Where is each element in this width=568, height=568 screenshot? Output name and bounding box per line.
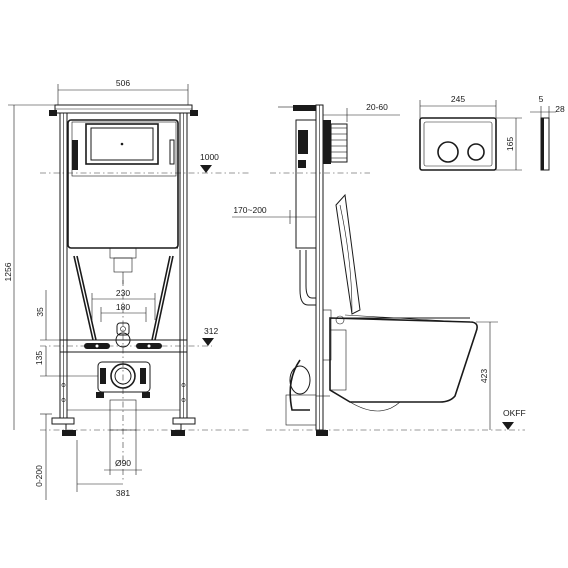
flush-plate-front bbox=[419, 117, 497, 171]
front-frame bbox=[49, 104, 198, 436]
dim-dia-90-text: Ø90 bbox=[115, 458, 131, 468]
dim-381: 381 bbox=[76, 440, 130, 498]
dim-423-text: 423 bbox=[479, 369, 489, 383]
drain-connection bbox=[96, 361, 151, 431]
dim-170-200-text: 170~200 bbox=[233, 205, 267, 215]
dim-506: 506 bbox=[57, 78, 189, 105]
dim-5-text: 5 bbox=[539, 94, 544, 104]
marker-312: 312 bbox=[202, 326, 218, 346]
plate-section: 20-60 bbox=[323, 102, 400, 164]
dim-dia-90: Ø90 bbox=[104, 430, 142, 475]
dim-1000-text: 1000 bbox=[200, 152, 219, 162]
dim-0-200: 0-200 bbox=[34, 413, 52, 500]
flush-plate-side: 5 28 bbox=[530, 94, 565, 171]
dim-135-text: 135 bbox=[34, 351, 44, 365]
cistern bbox=[67, 119, 179, 284]
dim-423: 423 bbox=[476, 321, 498, 430]
dim-245-text: 245 bbox=[451, 94, 465, 104]
dim-312-text: 312 bbox=[204, 326, 218, 336]
dim-180-text: 180 bbox=[116, 302, 130, 312]
dim-35-text: 35 bbox=[35, 307, 45, 317]
dim-1256: 1256 bbox=[3, 104, 58, 430]
dim-35: 35 bbox=[35, 290, 60, 341]
dim-245: 245 bbox=[419, 94, 497, 118]
dim-170-200: 170~200 bbox=[232, 205, 316, 224]
side-frame bbox=[278, 104, 332, 436]
cross-bar bbox=[59, 332, 188, 353]
diagonal-braces bbox=[73, 255, 174, 341]
toilet-lid bbox=[335, 193, 361, 315]
toilet-bowl bbox=[329, 314, 478, 412]
dim-1256-text: 1256 bbox=[3, 262, 13, 281]
dim-381-text: 381 bbox=[116, 488, 130, 498]
dim-28-text: 28 bbox=[555, 104, 565, 114]
dim-0-200-text: 0-200 bbox=[34, 465, 44, 487]
marker-okff: OKFF bbox=[502, 408, 526, 430]
inner-dimensions: 230 180 bbox=[91, 288, 156, 322]
dim-506-text: 506 bbox=[116, 78, 130, 88]
dim-230-text: 230 bbox=[116, 288, 130, 298]
marker-1000: 1000 bbox=[200, 152, 219, 173]
valve bbox=[116, 322, 130, 336]
dim-135: 135 bbox=[34, 346, 98, 377]
dim-165-text: 165 bbox=[505, 137, 515, 151]
okff-text: OKFF bbox=[503, 408, 526, 418]
dim-20-60-text: 20-60 bbox=[366, 102, 388, 112]
dim-165: 165 bbox=[496, 117, 522, 171]
